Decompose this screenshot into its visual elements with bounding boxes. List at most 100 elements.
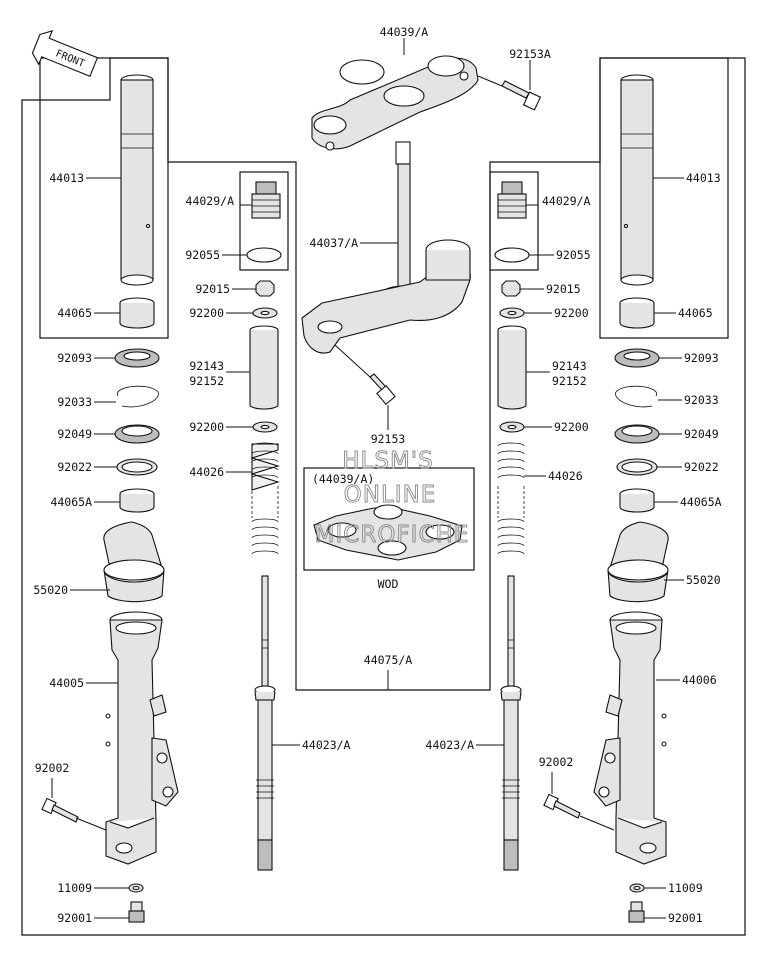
inset-upper-clamp bbox=[313, 504, 463, 561]
spring-44026-right bbox=[497, 442, 525, 555]
label-55020-right: 55020 bbox=[686, 573, 721, 587]
retaining-clip-92033-right bbox=[615, 385, 657, 408]
label-92152-right: 92152 bbox=[552, 374, 587, 388]
label-11009-right: 11009 bbox=[668, 881, 703, 895]
bushing-44065-right bbox=[619, 297, 655, 329]
washer-92200a-right bbox=[499, 307, 525, 319]
inset-ref-label: (44039/A) bbox=[312, 472, 374, 486]
label-92200a-left: 92200 bbox=[189, 306, 224, 320]
label-44023a-left: 44023/A bbox=[302, 738, 351, 752]
label-92002-left: 92002 bbox=[35, 761, 70, 775]
label-44006: 44006 bbox=[682, 673, 717, 687]
bolt-92002-right bbox=[543, 793, 581, 819]
spring-44026-left bbox=[250, 442, 280, 555]
label-44065-left: 44065 bbox=[57, 306, 92, 320]
label-92015-right: 92015 bbox=[546, 282, 581, 296]
retaining-clip-92033-left bbox=[117, 385, 159, 408]
label-92033-left: 92033 bbox=[57, 395, 92, 409]
label-92153a: 92153A bbox=[509, 47, 551, 61]
label-44075a: 44075/A bbox=[364, 653, 413, 667]
label-92022-left: 92022 bbox=[57, 460, 92, 474]
label-44023a-right: 44023/A bbox=[426, 738, 475, 752]
label-92001-right: 92001 bbox=[668, 911, 703, 925]
bolt-92001-left bbox=[128, 901, 145, 923]
nut-92015-right bbox=[501, 280, 521, 297]
label-44005: 44005 bbox=[49, 676, 84, 690]
washer-92200a-left bbox=[252, 307, 278, 319]
cylinder-44023a-left bbox=[254, 575, 276, 871]
bolt-92153 bbox=[369, 373, 396, 405]
label-44013-right: 44013 bbox=[686, 171, 721, 185]
label-44026-left: 44026 bbox=[189, 465, 224, 479]
label-55020-left: 55020 bbox=[33, 583, 68, 597]
oil-seal-92049-left bbox=[114, 424, 160, 444]
steering-stem bbox=[383, 141, 425, 299]
inset-box bbox=[303, 467, 475, 571]
label-92143-left: 92143 bbox=[189, 359, 224, 373]
watermark-line-2: ONLINE bbox=[344, 482, 437, 508]
oil-seal-92049-right bbox=[614, 424, 660, 444]
bushing-44065-left bbox=[119, 297, 155, 329]
label-92022-right: 92022 bbox=[684, 460, 719, 474]
label-92049-left: 92049 bbox=[57, 427, 92, 441]
watermark-line-3: MICROFICHE bbox=[315, 522, 470, 548]
label-44029a-left: 44029/A bbox=[186, 194, 235, 208]
label-92200a-right: 92200 bbox=[554, 306, 589, 320]
outer-tube-44005 bbox=[105, 611, 179, 865]
label-44013-left: 44013 bbox=[49, 171, 84, 185]
fork-guard-55020-right bbox=[607, 521, 669, 603]
inner-tube-left bbox=[120, 74, 154, 286]
lower-triple-clamp bbox=[301, 239, 471, 354]
washer-92200b-right bbox=[499, 421, 525, 433]
inner-tube-right bbox=[620, 74, 654, 286]
gasket-11009-right bbox=[629, 883, 645, 893]
o-ring-92055-left bbox=[246, 247, 282, 263]
bushing-44065a-right bbox=[619, 488, 655, 513]
label-92153: 92153 bbox=[371, 432, 406, 446]
label-92049-right: 92049 bbox=[684, 427, 719, 441]
dust-seal-92093-left bbox=[114, 348, 160, 368]
label-44029a-right: 44029/A bbox=[542, 194, 591, 208]
washer-92022-left bbox=[116, 458, 158, 476]
watermark-line-1: HLSM'S bbox=[342, 448, 433, 474]
gasket-11009-left bbox=[128, 883, 144, 893]
label-92001-left: 92001 bbox=[57, 911, 92, 925]
label-92200b-left: 92200 bbox=[189, 420, 224, 434]
nut-92015-left bbox=[255, 280, 275, 297]
label-44065a-left: 44065A bbox=[50, 495, 92, 509]
label-44039a-top: 44039/A bbox=[380, 25, 429, 39]
o-ring-92055-right bbox=[494, 247, 530, 263]
outer-tube-44006 bbox=[593, 611, 667, 865]
right-fork-cap-subframe bbox=[489, 171, 539, 271]
label-92152-left: 92152 bbox=[189, 374, 224, 388]
label-44037a: 44037/A bbox=[310, 236, 359, 250]
bolt-92002-left bbox=[41, 797, 79, 823]
label-44026-right: 44026 bbox=[548, 469, 583, 483]
label-92055-right: 92055 bbox=[556, 248, 591, 262]
bolt-92001-right bbox=[628, 901, 645, 923]
upper-triple-clamp bbox=[311, 55, 479, 151]
fork-cap-44029a-left bbox=[251, 181, 281, 219]
washer-92022-right bbox=[616, 458, 658, 476]
label-44065a-right: 44065A bbox=[680, 495, 722, 509]
inset-caption: WOD bbox=[378, 577, 399, 591]
label-92093-left: 92093 bbox=[57, 351, 92, 365]
label-92015-left: 92015 bbox=[195, 282, 230, 296]
label-92143-right: 92143 bbox=[552, 359, 587, 373]
front-direction-arrow: FRONT bbox=[31, 29, 99, 77]
spacer-92143-left bbox=[249, 325, 279, 410]
label-92002-right: 92002 bbox=[539, 755, 574, 769]
label-92033-right: 92033 bbox=[684, 393, 719, 407]
left-fork-cap-subframe bbox=[239, 171, 289, 271]
left-tube-subframe bbox=[39, 57, 169, 339]
label-92055-left: 92055 bbox=[185, 248, 220, 262]
label-92200b-right: 92200 bbox=[554, 420, 589, 434]
bushing-44065a-left bbox=[119, 488, 155, 513]
dust-seal-92093-right bbox=[614, 348, 660, 368]
cylinder-44023a-right bbox=[500, 575, 522, 871]
right-tube-subframe bbox=[599, 57, 729, 339]
bolt-92153a bbox=[501, 80, 542, 111]
fork-guard-55020-left bbox=[103, 521, 165, 603]
label-92093-right: 92093 bbox=[684, 351, 719, 365]
